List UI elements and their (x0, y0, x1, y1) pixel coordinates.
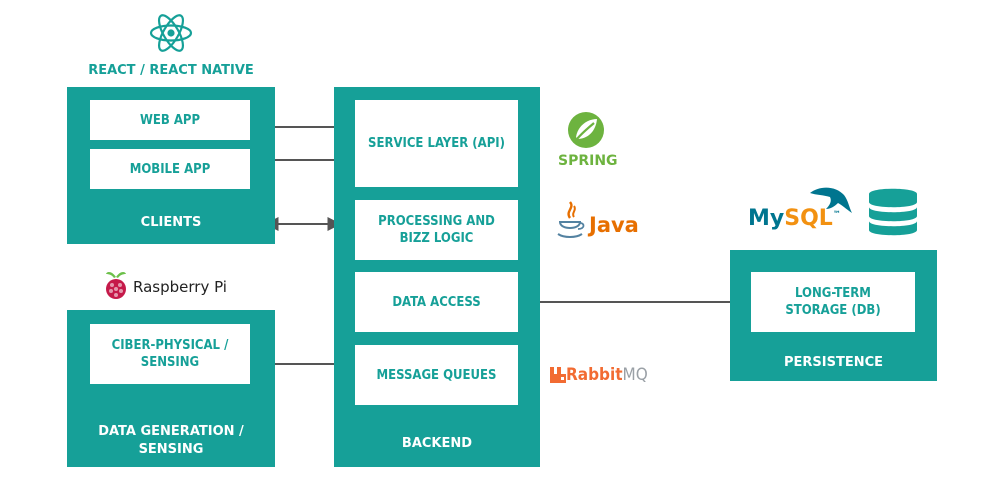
spring-logo-icon (568, 112, 604, 148)
data-access-box[interactable]: DATA ACCESS (355, 272, 518, 332)
long-term-storage-box[interactable]: LONG-TERM STORAGE (DB) (751, 272, 915, 332)
java-cup-icon (557, 201, 585, 238)
raspberry-pi-logo-text: Raspberry Pi (133, 278, 227, 296)
mysql-logo-my: My (748, 206, 785, 231)
service-layer-box[interactable]: SERVICE LAYER (API) (355, 100, 518, 187)
persistence-label: PERSISTENCE (783, 355, 884, 370)
message-queues-box[interactable]: MESSAGE QUEUES (355, 345, 518, 405)
clients-label: CLIENTS (140, 215, 202, 230)
ciber-physical-box[interactable]: CIBER-PHYSICAL / SENSING (90, 324, 250, 384)
data-generation-label: DATA GENERATION / SENSING (98, 424, 244, 457)
mysql-logo-tm: ™ (832, 209, 841, 219)
database-icon (869, 188, 917, 236)
rabbitmq-logo-mq: MQ (622, 365, 648, 385)
mysql-logo-sql: SQL (784, 206, 833, 231)
web-app-box[interactable]: WEB APP (90, 100, 250, 140)
rabbitmq-icon (550, 367, 566, 383)
rabbitmq-logo-rabbit: Rabbit (566, 365, 623, 385)
backend-label: BACKEND (401, 436, 473, 451)
mobile-app-box[interactable]: MOBILE APP (90, 149, 250, 189)
react-logo-icon (149, 14, 193, 52)
spring-logo-text: SPRING (558, 153, 618, 169)
raspberry-pi-icon (106, 272, 126, 299)
rabbitmq-logo-text: RabbitMQ (566, 365, 648, 385)
mysql-dolphin-icon (810, 187, 852, 213)
mysql-logo-text: MySQL™ (748, 206, 841, 231)
processing-logic-box[interactable]: PROCESSING AND BIZZ LOGIC (355, 200, 518, 260)
java-logo-text: Java (589, 213, 639, 237)
react-heading: REACT / REACT NATIVE (88, 63, 254, 78)
